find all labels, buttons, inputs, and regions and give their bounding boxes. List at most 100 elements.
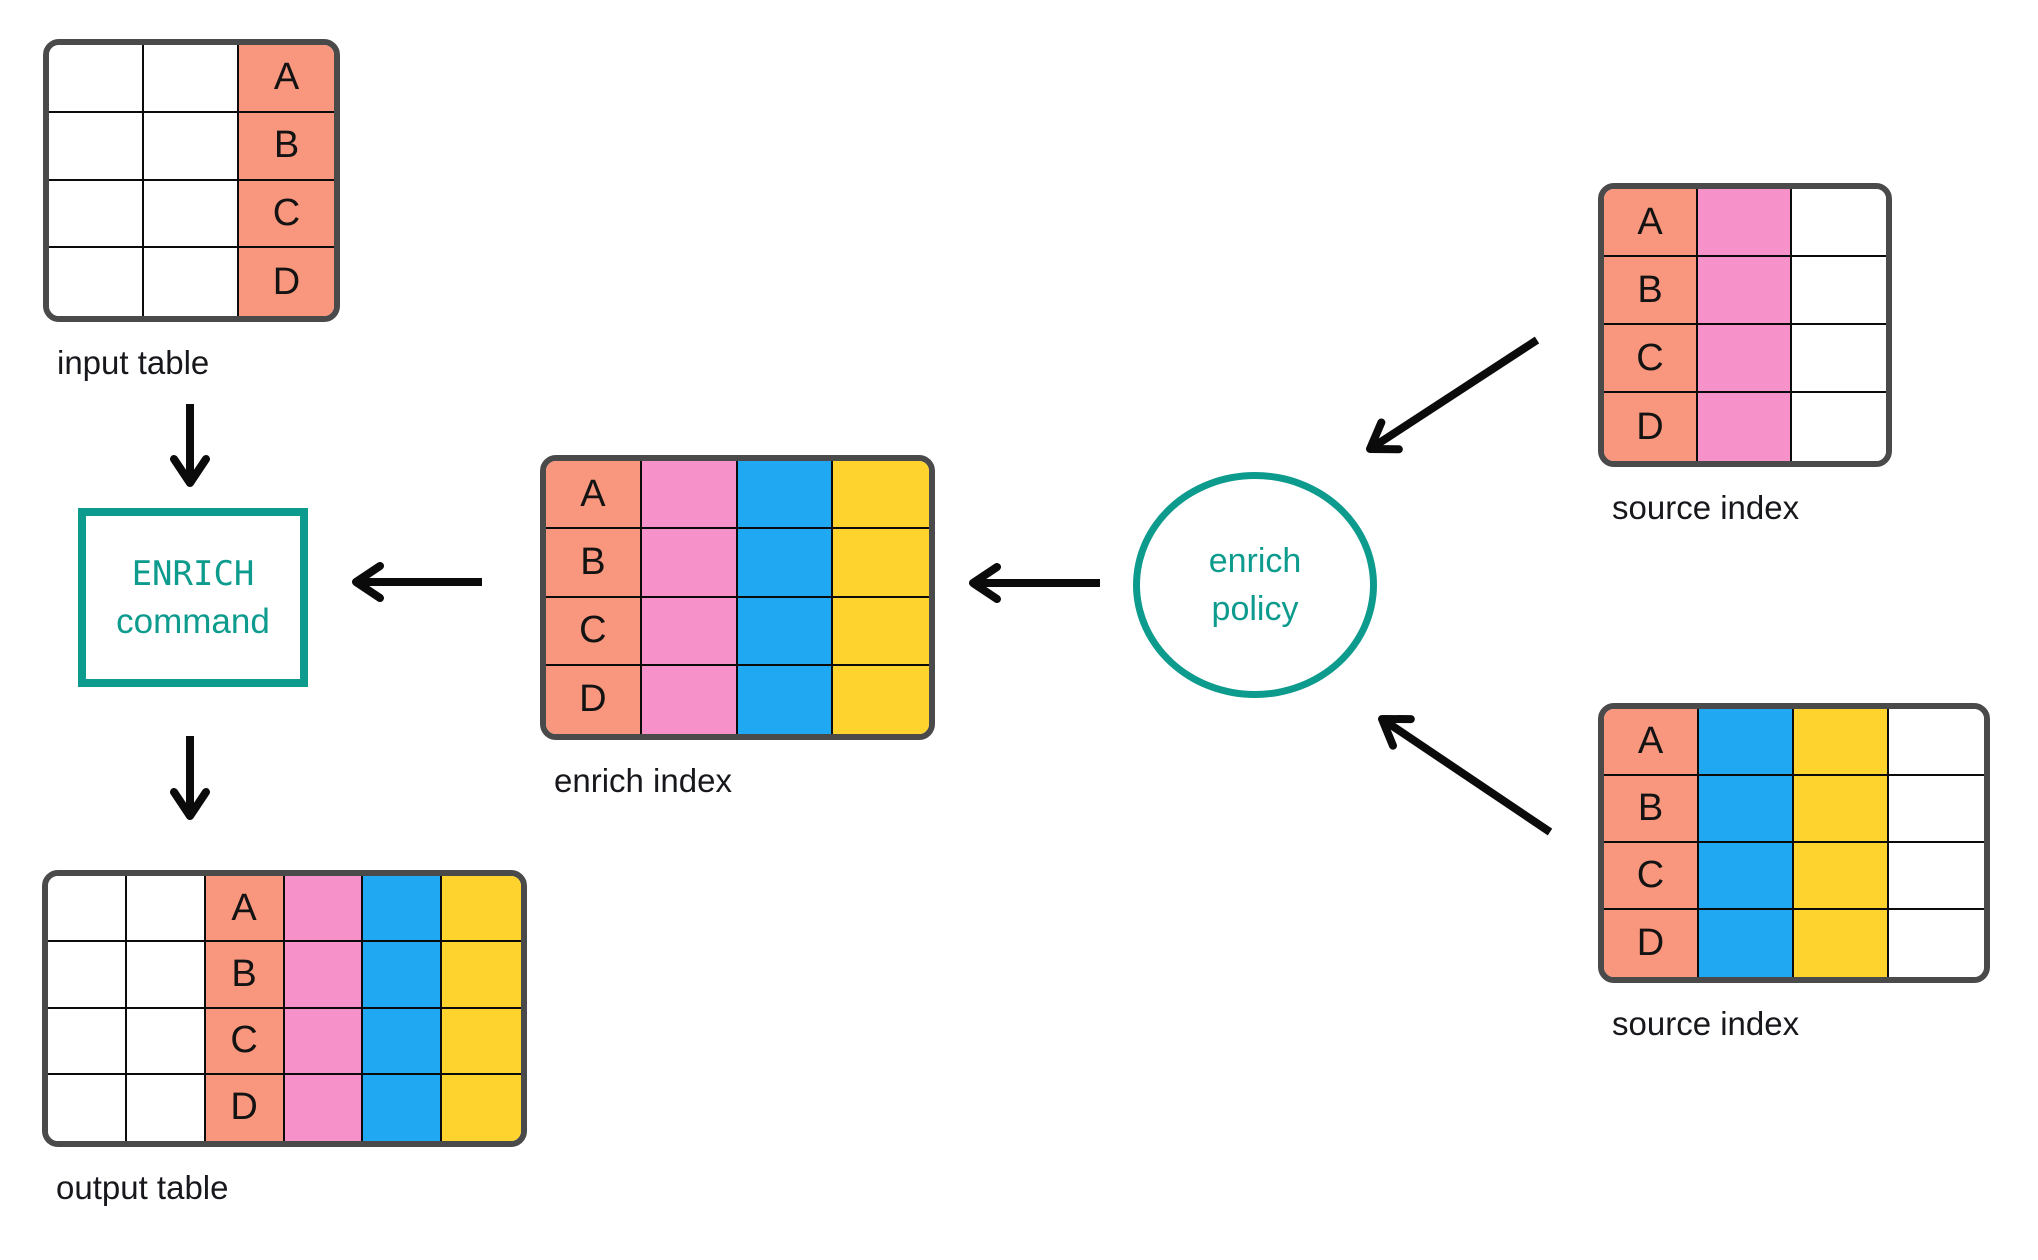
table-cell [641,597,738,666]
table-cell [442,1074,521,1141]
enrich-command-keyword: ENRICH [131,553,255,594]
table-cell: C [1604,843,1699,910]
table-cell [1699,709,1794,776]
table-cell: B [1604,776,1699,843]
table-cell [833,529,929,598]
table-cell [833,597,929,666]
table-cell [126,942,206,1009]
table-cell [49,45,144,113]
table-cell: A [1604,709,1699,776]
table-cell [284,1074,364,1141]
table-cell [49,112,144,181]
table-cell [363,876,443,943]
table-cell: A [239,45,334,113]
table-cell [737,665,834,734]
table-cell: C [205,1008,285,1075]
table-cell [48,1074,127,1141]
table-cell: B [1604,257,1698,325]
table-cell: A [546,461,642,530]
table-cell [144,248,239,316]
table-cell [1698,393,1792,461]
table-cell [442,1008,521,1075]
table-cell: C [239,180,334,249]
table-cell [1792,393,1886,461]
table-cell [144,180,239,249]
enrich-policy-line1: enrich [1208,542,1302,580]
table-cell [1889,910,1984,977]
table-cell [442,942,521,1009]
table-cell: D [239,248,334,316]
table-cell: A [1604,189,1698,257]
table-cell [363,1074,443,1141]
table-cell: D [205,1074,285,1141]
table-cell [1698,257,1792,325]
table-cell [737,529,834,598]
table-cell: A [205,876,285,943]
source-index-bottom-label: source index [1612,1005,1800,1042]
table-cell [833,665,929,734]
table-cell [284,876,364,943]
table-cell [363,1008,443,1075]
arrow-source-index-top-to-enrich-policy [1366,336,1540,454]
table-cell [737,461,834,530]
table-cell [1889,776,1984,843]
table-cell [1792,325,1886,393]
table-cell [1794,709,1889,776]
enrich-policy-line2: policy [1211,590,1299,628]
enrich-command-word: command [116,601,270,641]
table-cell: B [239,112,334,181]
table-cell: B [205,942,285,1009]
enrich-index-label: enrich index [554,762,732,799]
table-cell [126,1074,206,1141]
table-cell [1699,776,1794,843]
table-cell [833,461,929,530]
table-cell: C [546,597,642,666]
enrich-command-box: ENRICH command [78,508,308,687]
table-cell [1698,189,1792,257]
table-cell [1794,843,1889,910]
table-cell [144,45,239,113]
table-cell: C [1604,325,1698,393]
table-cell [48,942,127,1009]
source-index-top-label: source index [1612,489,1800,526]
table-cell [1792,189,1886,257]
table-cell [1699,910,1794,977]
table-cell [1699,843,1794,910]
table-cell: D [1604,910,1699,977]
table-cell [363,942,443,1009]
table-cell [284,942,364,1009]
table-cell [1889,843,1984,910]
table-cell: B [546,529,642,598]
table-cell [1698,325,1792,393]
table-cell [284,1008,364,1075]
table-cell [126,1008,206,1075]
arrow-source-index-bottom-to-enrich-policy [1378,715,1553,836]
output-table-label: output table [56,1169,229,1206]
table-cell [48,1008,127,1075]
table-cell [641,461,738,530]
table-cell [48,876,127,943]
table-cell [641,665,738,734]
table-cell [737,597,834,666]
table-cell [1794,776,1889,843]
table-cell [49,180,144,249]
table-cell [442,876,521,943]
table-cell [1794,910,1889,977]
table-cell: D [546,665,642,734]
table-cell: D [1604,393,1698,461]
enrich-policy-circle: enrich policy [1133,472,1377,698]
table-cell [126,876,206,943]
input-table-label: input table [57,344,210,381]
table-cell [1889,709,1984,776]
table-cell [144,112,239,181]
